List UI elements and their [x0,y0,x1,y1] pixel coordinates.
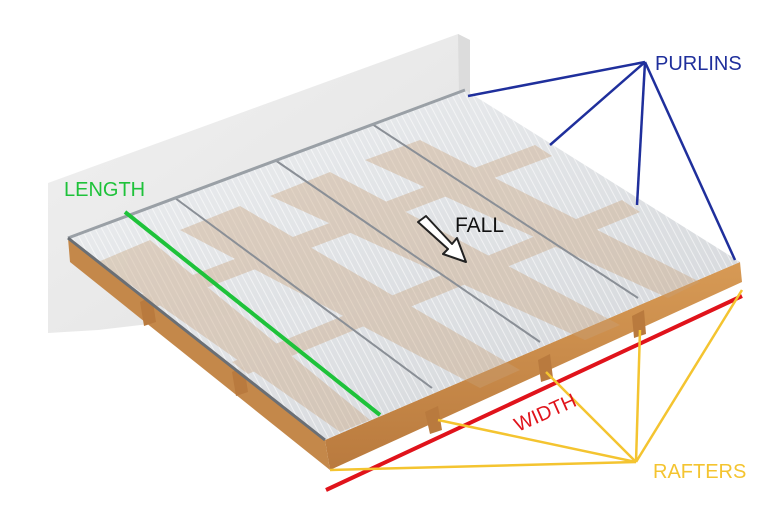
purlins-label: PURLINS [655,53,742,75]
length-indicator [123,210,382,417]
purlins-leaders [467,60,737,261]
fall-arrow-icon [417,215,467,263]
rafters-leaders [329,289,744,472]
rafters-label: RAFTERS [653,461,746,483]
width-indicator [325,294,743,492]
fall-label: FALL [455,214,504,237]
roof-sheets [67,88,740,442]
length-label: LENGTH [64,179,145,201]
